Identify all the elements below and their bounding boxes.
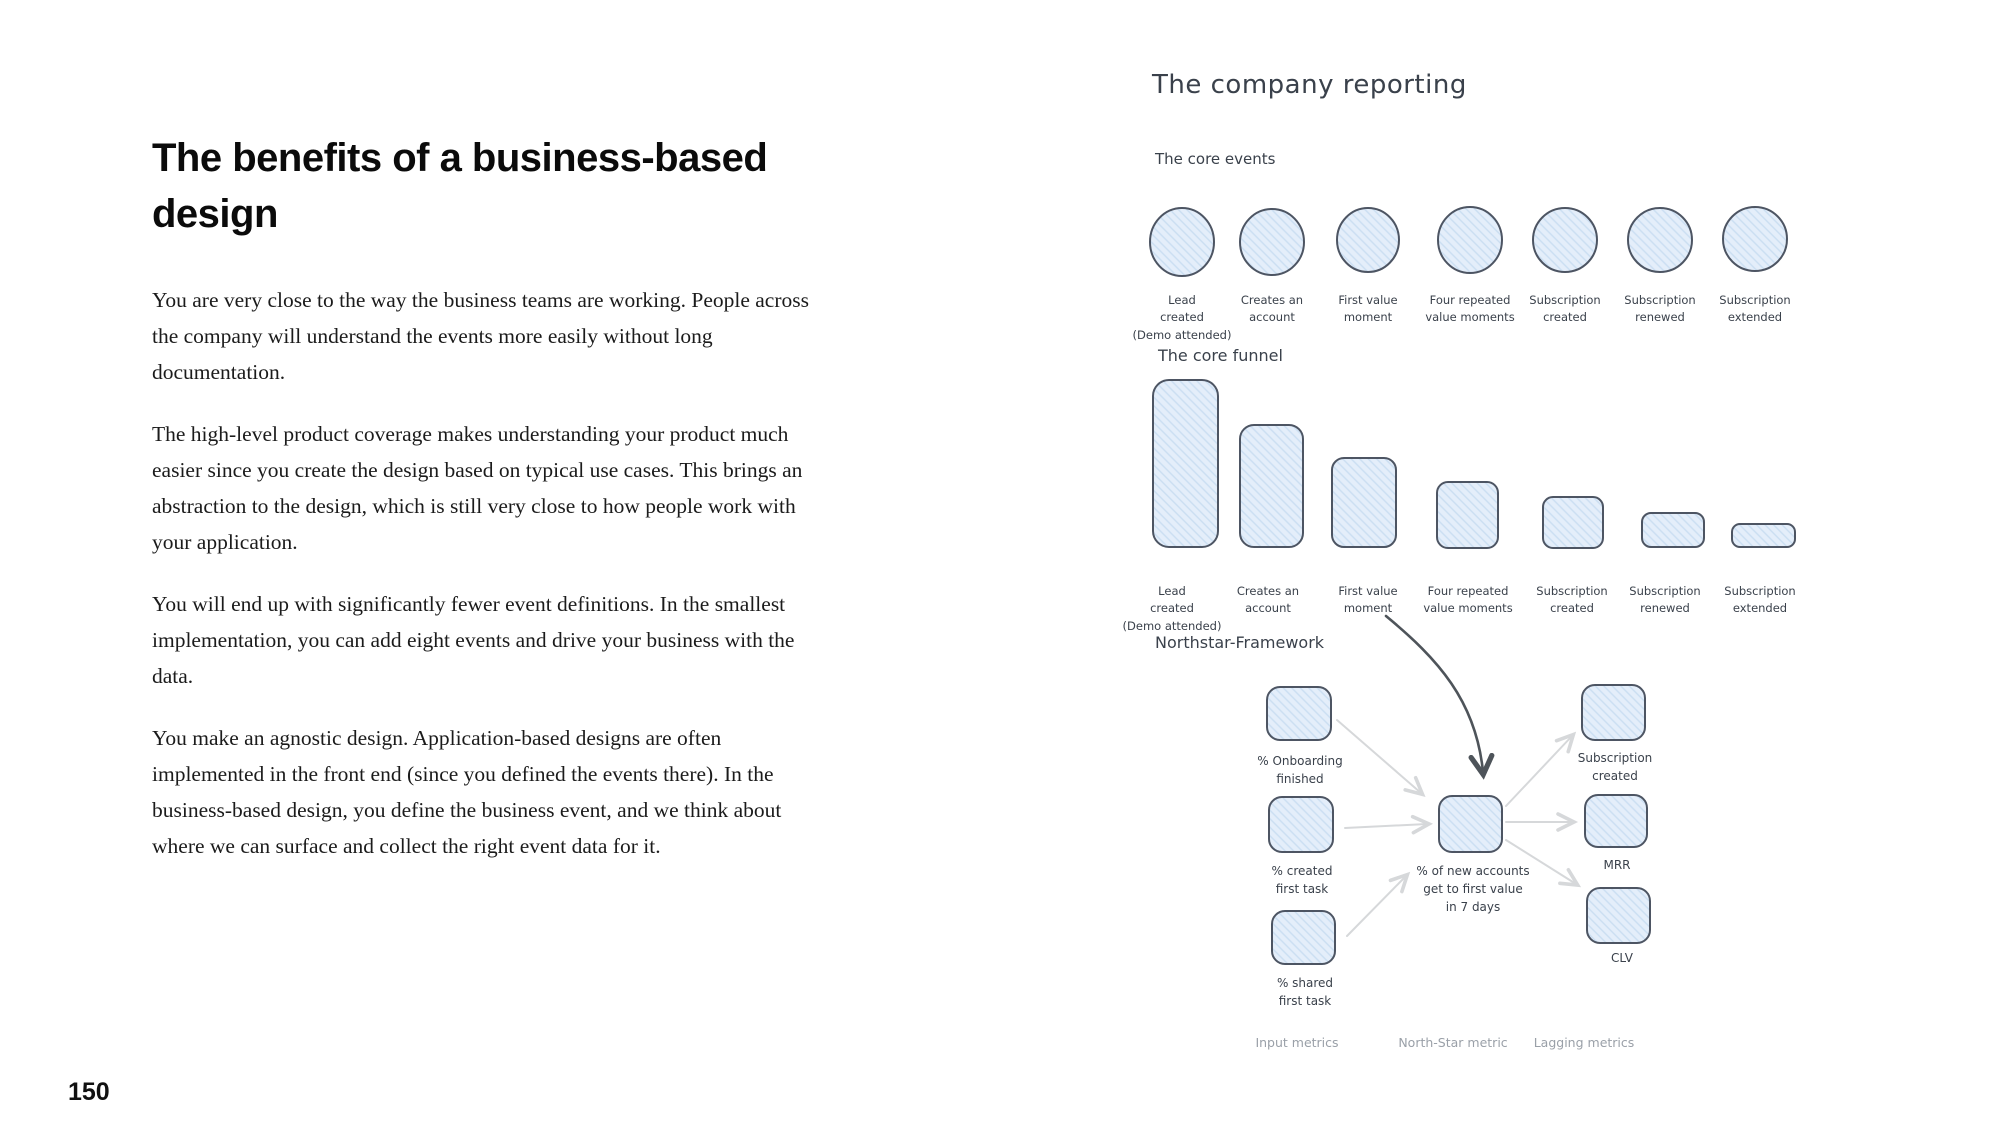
framework-arrows	[1336, 719, 1582, 937]
funnel-bar-label: Subscription created	[1536, 584, 1608, 616]
page-title: The benefits of a business-based design	[152, 136, 768, 236]
lagging-metric-label: Subscription created	[1577, 751, 1653, 783]
funnel-bar-label: Lead created (Demo attended)	[1122, 584, 1222, 633]
funnel-bar	[1641, 512, 1705, 548]
event-circle	[1149, 207, 1215, 277]
page-number: 150	[68, 1078, 110, 1106]
event-circle-label: Subscription extended	[1719, 293, 1791, 325]
event-circle-label: Four repeated value moments	[1425, 293, 1515, 325]
funnel-bar	[1731, 523, 1796, 548]
event-circle	[1532, 207, 1598, 273]
core-events-label: The core events	[1155, 150, 1276, 168]
event-circle	[1336, 207, 1400, 273]
core-funnel-bars	[1152, 379, 1796, 549]
framework-node-box	[1266, 686, 1332, 741]
framework-node-box	[1268, 796, 1334, 853]
funnel-bar	[1152, 379, 1219, 548]
arrow-input-to-center	[1346, 871, 1411, 937]
framework-node-box	[1271, 910, 1336, 965]
column-label-input-metrics: Input metrics	[1255, 1035, 1339, 1050]
framework-node-box	[1584, 794, 1648, 848]
event-circle	[1627, 207, 1693, 273]
body-paragraph: You are very close to the way the busine…	[152, 288, 809, 384]
framework-node-box	[1581, 684, 1646, 741]
diagram-canvas	[1149, 206, 1796, 965]
event-circle	[1239, 208, 1305, 276]
arrow-input-to-center	[1336, 719, 1426, 797]
event-circle	[1722, 206, 1788, 272]
event-circle-label: Lead created (Demo attended)	[1132, 293, 1232, 342]
arrow-center-to-lagging	[1505, 731, 1577, 807]
northstar-framework-label: Northstar-Framework	[1155, 633, 1325, 652]
input-metric-label: % shared first task	[1276, 976, 1334, 1008]
funnel-bar	[1436, 481, 1499, 549]
funnel-bar	[1239, 424, 1304, 548]
input-metric-label: % Onboarding finished	[1257, 754, 1343, 786]
funnel-bar-label: Subscription renewed	[1629, 584, 1701, 616]
funnel-bar	[1331, 457, 1397, 548]
event-circle	[1437, 206, 1503, 274]
lagging-metric-label: CLV	[1611, 951, 1633, 965]
body-paragraph: The high-level product coverage makes un…	[152, 422, 803, 554]
funnel-bar-label: First value moment	[1338, 584, 1398, 616]
event-circle-label: Subscription created	[1529, 293, 1601, 325]
funnel-bar	[1542, 496, 1604, 549]
body-text: You are very close to the way the busine…	[152, 282, 812, 890]
input-metric-label: % created first task	[1271, 864, 1333, 896]
arrow-input-to-center	[1344, 814, 1434, 835]
framework-nodes	[1266, 684, 1651, 965]
column-label-lagging-metrics: Lagging metrics	[1533, 1035, 1635, 1050]
funnel-bar-label: Creates an account	[1236, 584, 1300, 616]
event-circle-label: Subscription renewed	[1624, 293, 1696, 325]
arrow-center-to-lagging	[1505, 839, 1582, 888]
core-events-circles	[1149, 206, 1788, 277]
diagram-title: The company reporting	[1152, 70, 1467, 100]
lagging-metric-label: MRR	[1603, 858, 1631, 872]
body-paragraph: You make an agnostic design. Application…	[152, 726, 782, 858]
north-star-metric-label: % of new accounts get to first value in …	[1416, 864, 1530, 914]
column-label-north-star-metric: North-Star metric	[1398, 1035, 1508, 1050]
funnel-bar-label: Four repeated value moments	[1423, 584, 1513, 616]
framework-node-box	[1438, 795, 1503, 853]
event-circle-label: Creates an account	[1240, 293, 1304, 325]
core-funnel-label: The core funnel	[1158, 346, 1283, 365]
funnel-bar-label: Subscription extended	[1724, 584, 1796, 616]
funnel-to-northstar-arrow	[1384, 614, 1495, 780]
framework-node-box	[1586, 887, 1651, 944]
body-paragraph: You will end up with significantly fewer…	[152, 592, 795, 688]
event-circle-label: First value moment	[1338, 293, 1398, 325]
